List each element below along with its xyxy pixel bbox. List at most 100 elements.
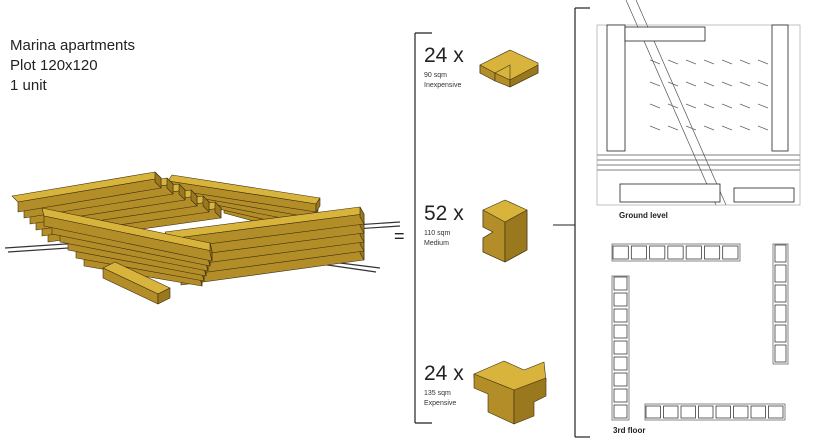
apartment-plan <box>612 245 629 260</box>
boat-mark <box>721 103 733 109</box>
title-line: Marina apartments <box>10 37 136 54</box>
apartment-plan <box>613 404 628 419</box>
apartment-plan <box>663 405 679 419</box>
boat-mark <box>685 81 697 87</box>
unit-notch <box>494 64 511 80</box>
apartment-plan <box>613 388 628 403</box>
apartment-plan <box>645 405 661 419</box>
unit-block-expensive <box>473 360 547 425</box>
apartment-plan <box>613 356 628 371</box>
apartment-plan <box>768 405 784 419</box>
unit-area: 90 sqm <box>424 72 447 79</box>
boat-mark <box>739 125 751 131</box>
beam-end-face <box>209 242 213 262</box>
unit-side-face <box>509 64 539 88</box>
equals-sign: = <box>394 226 405 246</box>
boat-mark <box>649 103 661 109</box>
boat-mark <box>703 103 715 109</box>
beam-end-face <box>359 206 365 225</box>
apartment-plan <box>613 340 628 355</box>
apartment-plan <box>733 405 749 419</box>
beam-end-face <box>202 195 210 213</box>
unit-block-inexpensive <box>479 49 539 88</box>
boat-mark <box>667 125 679 131</box>
apartment-plan <box>680 405 696 419</box>
boat-mark <box>667 59 679 65</box>
unit-category: Inexpensive <box>424 82 462 89</box>
beam-end-face <box>154 171 162 189</box>
boat-mark <box>649 125 661 131</box>
apartment-plan <box>630 245 647 260</box>
boat-mark <box>757 59 769 65</box>
boat-mark <box>667 103 679 109</box>
unit-info-expensive: 135 sqm Expensive <box>424 389 456 409</box>
apartment-plan <box>750 405 766 419</box>
unit-count-inexpensive: 24 x <box>424 44 464 67</box>
beam-end-face <box>190 189 198 207</box>
third-floor-label: 3rd floor <box>613 426 646 435</box>
beam-end-face <box>178 183 186 201</box>
beam-end-face <box>157 287 171 305</box>
boat-mark <box>739 59 751 65</box>
apartment-plan <box>613 324 628 339</box>
unit-category: Expensive <box>424 400 457 407</box>
beam-end-face <box>315 197 321 213</box>
unit-side-face <box>504 209 528 263</box>
apartment-plan <box>704 245 721 260</box>
boat-mark <box>739 81 751 87</box>
boat-mark <box>721 81 733 87</box>
apartment-plan <box>774 264 787 283</box>
floor-strip <box>772 243 789 365</box>
boat-mark <box>685 103 697 109</box>
apartment-plan <box>774 284 787 303</box>
floor-strip <box>644 403 786 421</box>
unit-count-expensive: 24 x <box>424 362 464 385</box>
apartment-plan <box>774 344 787 363</box>
building-footprint <box>619 183 721 203</box>
boat-mark <box>685 125 697 131</box>
unit-area: 135 sqm <box>424 390 451 397</box>
building-footprint <box>606 24 626 152</box>
apartment-plan <box>613 276 628 291</box>
floor-strip <box>611 275 630 421</box>
boat-mark <box>703 59 715 65</box>
apartment-plan <box>774 324 787 343</box>
unit-count-medium: 52 x <box>424 202 464 225</box>
apartment-plan <box>774 304 787 323</box>
floor-strip <box>611 243 741 262</box>
boat-mark <box>757 103 769 109</box>
apartment-plan <box>685 245 702 260</box>
beam-end-face <box>166 177 174 195</box>
boat-mark <box>649 81 661 87</box>
unit-info-medium: 110 sqm Medium <box>424 229 450 249</box>
boat-mark <box>703 81 715 87</box>
unit-category: Medium <box>424 240 449 247</box>
title-line: Plot 120x120 <box>10 57 98 74</box>
building-footprint <box>733 187 795 203</box>
unit-area: 110 sqm <box>424 230 451 237</box>
apartment-plan <box>698 405 714 419</box>
building-footprint <box>624 26 706 42</box>
massing-model <box>11 171 365 305</box>
third-floor-plan <box>611 243 789 421</box>
apartment-plan <box>613 372 628 387</box>
beam-end-face <box>214 201 222 219</box>
boat-mark <box>667 81 679 87</box>
ground-level-label: Ground level <box>619 211 668 220</box>
boat-mark <box>739 103 751 109</box>
apartment-plan <box>667 245 684 260</box>
apartment-plan <box>649 245 666 260</box>
boat-mark <box>649 59 661 65</box>
boat-mark <box>703 125 715 131</box>
project-title: Marina apartments Plot 120x120 1 unit <box>10 36 135 96</box>
unit-block-medium <box>482 199 528 263</box>
boat-mark <box>721 125 733 131</box>
boat-mark <box>757 81 769 87</box>
building-footprint <box>771 24 789 152</box>
apartment-plan <box>774 244 787 263</box>
apartment-plan <box>613 292 628 307</box>
apartment-plan <box>613 308 628 323</box>
plot-boundary <box>596 24 801 206</box>
